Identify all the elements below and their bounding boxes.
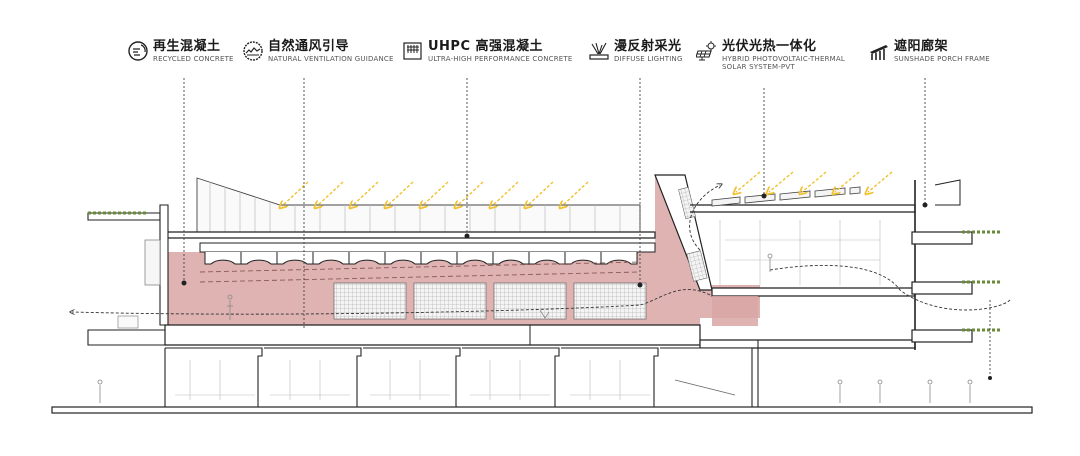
roof-slab [164,231,656,239]
right-block [690,179,1002,350]
ground-floor-bays [164,340,759,407]
vaulted-coffers [199,242,656,265]
legend-subtitle: SUNSHADE PORCH FRAME [894,55,990,63]
uhpc-panel-icon [403,42,422,60]
solar-pvt-icon [696,41,716,61]
legend-uhpc: UHPC 高强混凝土 ULTRA-HIGH PERFORMANCE CONCRE… [402,40,573,63]
ventilation-icon [243,41,263,61]
ground-slab [51,406,1033,414]
clerestory-glazing [196,177,641,233]
hall-floor-step [495,324,531,346]
leader-lines [181,78,992,380]
legend-recycled-concrete: 再生混凝土 RECYCLED CONCRETE [127,40,234,63]
legend-title: 遮阳廊架 [894,39,949,54]
sun-rays [282,171,893,206]
legend-subtitle: NATURAL VENTILATION GUIDANCE [268,55,394,63]
legend-subtitle: ULTRA-HIGH PERFORMANCE CONCRETE [428,55,573,63]
legend-subtitle: RECYCLED CONCRETE [153,55,234,63]
legend-subtitle-line2: SOLAR SYSTEM-PVT [722,63,795,71]
sunshade-frame-icon [870,45,888,60]
people-figures [97,253,973,403]
hall-floor-slab [164,324,701,346]
legend-title: UHPC 高强混凝土 [428,39,544,54]
ventilation-airflow [72,185,1011,314]
legend-subtitle: HYBRID PHOTOVOLTAIC-THERMAL [722,55,845,63]
legend-subtitle: DIFFUSE LIGHTING [614,55,683,63]
legend-diffuse-lighting: 漫反射采光 DIFFUSE LIGHTING [588,40,683,63]
legend-title: 自然通风引导 [268,39,350,54]
legend-sunshade: 遮阳廊架 SUNSHADE PORCH FRAME [868,40,990,63]
recycle-concrete-icon [128,41,148,61]
legend-natural-ventilation: 自然通风引导 NATURAL VENTILATION GUIDANCE [242,40,394,63]
legend-pvt: 光伏光热一体化 HYBRID PHOTOVOLTAIC-THERMAL SOLA… [696,40,845,71]
legend-title: 再生混凝土 [153,39,221,54]
diffuse-light-icon [589,42,609,60]
legend-title: 漫反射采光 [614,39,682,54]
legend-title: 光伏光热一体化 [722,39,817,54]
uhpc-screens [333,282,647,320]
